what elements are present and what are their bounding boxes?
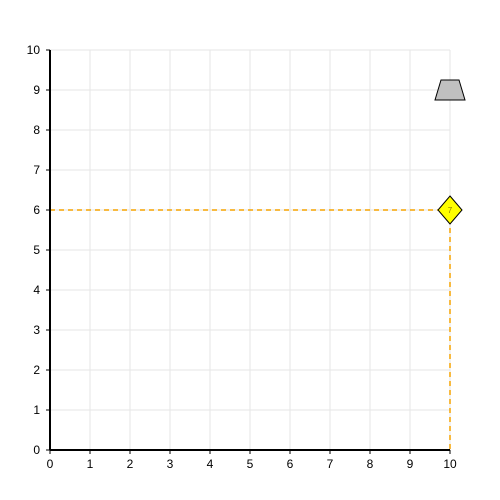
y-tick-label: 5 — [33, 243, 40, 257]
y-tick-labels: 0 1 2 3 4 5 6 7 8 9 10 — [27, 43, 41, 457]
x-tick-label: 7 — [327, 457, 334, 471]
x-tick-label: 6 — [287, 457, 294, 471]
y-tick-label: 3 — [33, 323, 40, 337]
y-tick-label: 6 — [33, 203, 40, 217]
grid — [49, 49, 451, 451]
x-tick-label: 3 — [167, 457, 174, 471]
y-tick-label: 10 — [27, 43, 41, 57]
x-tick-label: 1 — [87, 457, 94, 471]
guide-lines — [50, 209, 451, 450]
y-tick-label: 1 — [33, 403, 40, 417]
diamond-marker-label: 7 — [448, 206, 453, 215]
x-tick-labels: 0 1 2 3 4 5 6 7 8 9 10 — [47, 457, 457, 471]
y-tick-label: 2 — [33, 363, 40, 377]
trapezoid-marker — [434, 79, 466, 101]
y-tick-label: 9 — [33, 83, 40, 97]
diamond-marker — [437, 195, 463, 225]
axes — [46, 49, 451, 454]
x-tick-label: 5 — [247, 457, 254, 471]
y-tick-label: 0 — [33, 443, 40, 457]
markers: 7 — [434, 79, 466, 225]
x-tick-label: 10 — [443, 457, 457, 471]
x-tick-label: 0 — [47, 457, 54, 471]
x-tick-label: 4 — [207, 457, 214, 471]
x-tick-label: 9 — [407, 457, 414, 471]
x-tick-label: 2 — [127, 457, 134, 471]
x-tick-label: 8 — [367, 457, 374, 471]
y-tick-label: 7 — [33, 163, 40, 177]
y-tick-label: 4 — [33, 283, 40, 297]
y-tick-label: 8 — [33, 123, 40, 137]
